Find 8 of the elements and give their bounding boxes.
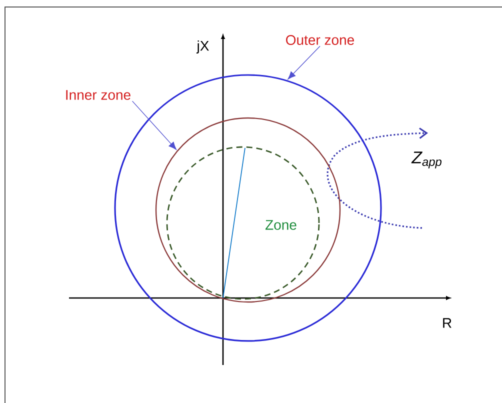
zone-label: Inner zone bbox=[66, 90, 130, 100]
zone-label: Outer zone bbox=[286, 35, 354, 45]
axis-label: R bbox=[443, 318, 452, 328]
leader-line bbox=[288, 46, 320, 80]
leader-line bbox=[132, 100, 176, 150]
axis-label: jX bbox=[196, 40, 209, 54]
impedance-label: Z$_{app}$ bbox=[411, 152, 442, 168]
zone-circle bbox=[155, 117, 341, 303]
